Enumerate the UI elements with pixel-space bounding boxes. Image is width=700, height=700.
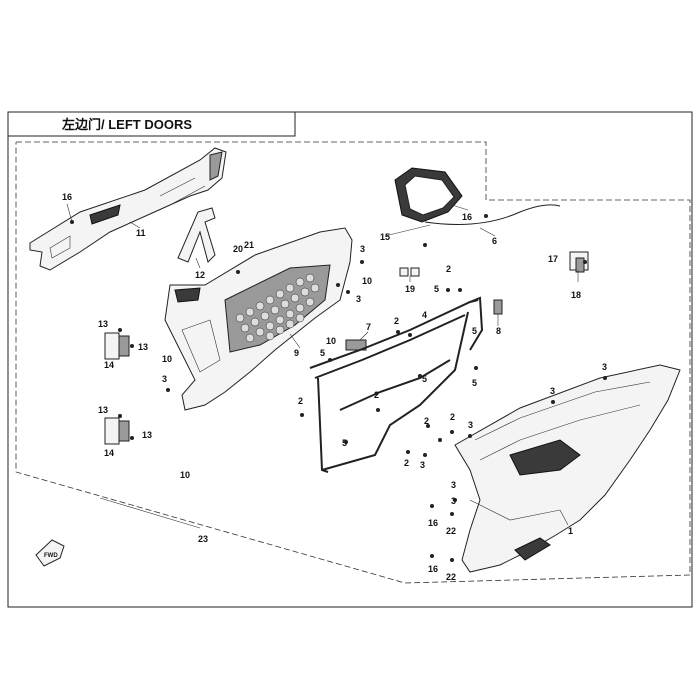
callout-13: 13 [142,430,152,440]
title-box [7,111,296,137]
callout-11: 11 [136,228,146,238]
door-tube-frame [309,296,484,473]
callout-16: 16 [462,212,472,222]
part-1-outer-door-panel [454,364,681,573]
callout-2: 2 [394,316,399,326]
part-9-inner-frame [164,227,353,411]
fwd-direction-arrow: FWD [35,539,65,567]
fwd-label: FWD [44,553,58,559]
mesh-pattern [235,273,320,343]
callout-7: 7 [366,322,371,332]
callout-16: 16 [428,564,438,574]
part-12-bracket [177,207,216,263]
part-8-striker [493,299,503,315]
callout-5: 5 [320,348,325,358]
callout-6: 6 [492,236,497,246]
outer-frame [7,111,693,608]
callout-13: 13 [98,319,108,329]
callout-3: 3 [451,496,456,506]
callout-2: 2 [424,416,429,426]
callout-10: 10 [162,354,172,364]
callout-2: 2 [450,412,455,422]
part-11-upper-trim [29,147,227,271]
callout-23: 23 [198,534,208,544]
part-6-cable [424,204,561,225]
callout-19: 19 [405,284,415,294]
callout-3: 3 [550,386,555,396]
callout-17: 17 [548,254,558,264]
callout-2: 2 [446,264,451,274]
callout-2: 2 [298,396,303,406]
callout-3: 3 [360,244,365,254]
part-15-window-frame [394,167,463,223]
callout-5: 5 [422,374,427,384]
callout-9: 9 [294,348,299,358]
callout-10: 10 [326,336,336,346]
part-18-latch [569,251,589,273]
callout-16: 16 [62,192,72,202]
assembly-outline [15,141,691,584]
callout-1: 1 [568,526,573,536]
part-7-handle [345,339,367,351]
part-19-labels [399,267,420,277]
callout-22: 22 [446,572,456,582]
leader-lines [66,203,579,529]
callout-13: 13 [138,342,148,352]
callout-2: 2 [374,390,379,400]
callout-21: 21 [244,240,254,250]
callout-3: 3 [602,362,607,372]
callout-3: 3 [420,460,425,470]
callout-20: 20 [233,244,243,254]
callout-5: 5 [434,284,439,294]
callout-labels: 16 11 12 20 21 3 10 3 13 13 14 10 3 9 10… [62,192,607,582]
callout-10: 10 [180,470,190,480]
fasteners [70,214,607,562]
callout-2: 2 [404,458,409,468]
callout-3: 3 [356,294,361,304]
callout-13: 13 [98,405,108,415]
callout-5: 5 [472,378,477,388]
callout-5: 5 [472,326,477,336]
callout-14: 14 [104,360,114,370]
callout-5: 5 [342,438,347,448]
callout-15: 15 [380,232,390,242]
callout-12: 12 [195,270,205,280]
callout-16: 16 [428,518,438,528]
page-title: 左边门/ LEFT DOORS [62,117,192,132]
callout-14: 14 [104,448,114,458]
callout-3: 3 [468,420,473,430]
callout-22: 22 [446,526,456,536]
callout-18: 18 [571,290,581,300]
callout-3: 3 [451,480,456,490]
callout-3: 3 [162,374,167,384]
callout-10: 10 [362,276,372,286]
callout-4: 4 [422,310,427,320]
part-14-hinge-lower [104,417,130,445]
callout-8: 8 [496,326,501,336]
part-14-hinge-upper [104,332,130,360]
